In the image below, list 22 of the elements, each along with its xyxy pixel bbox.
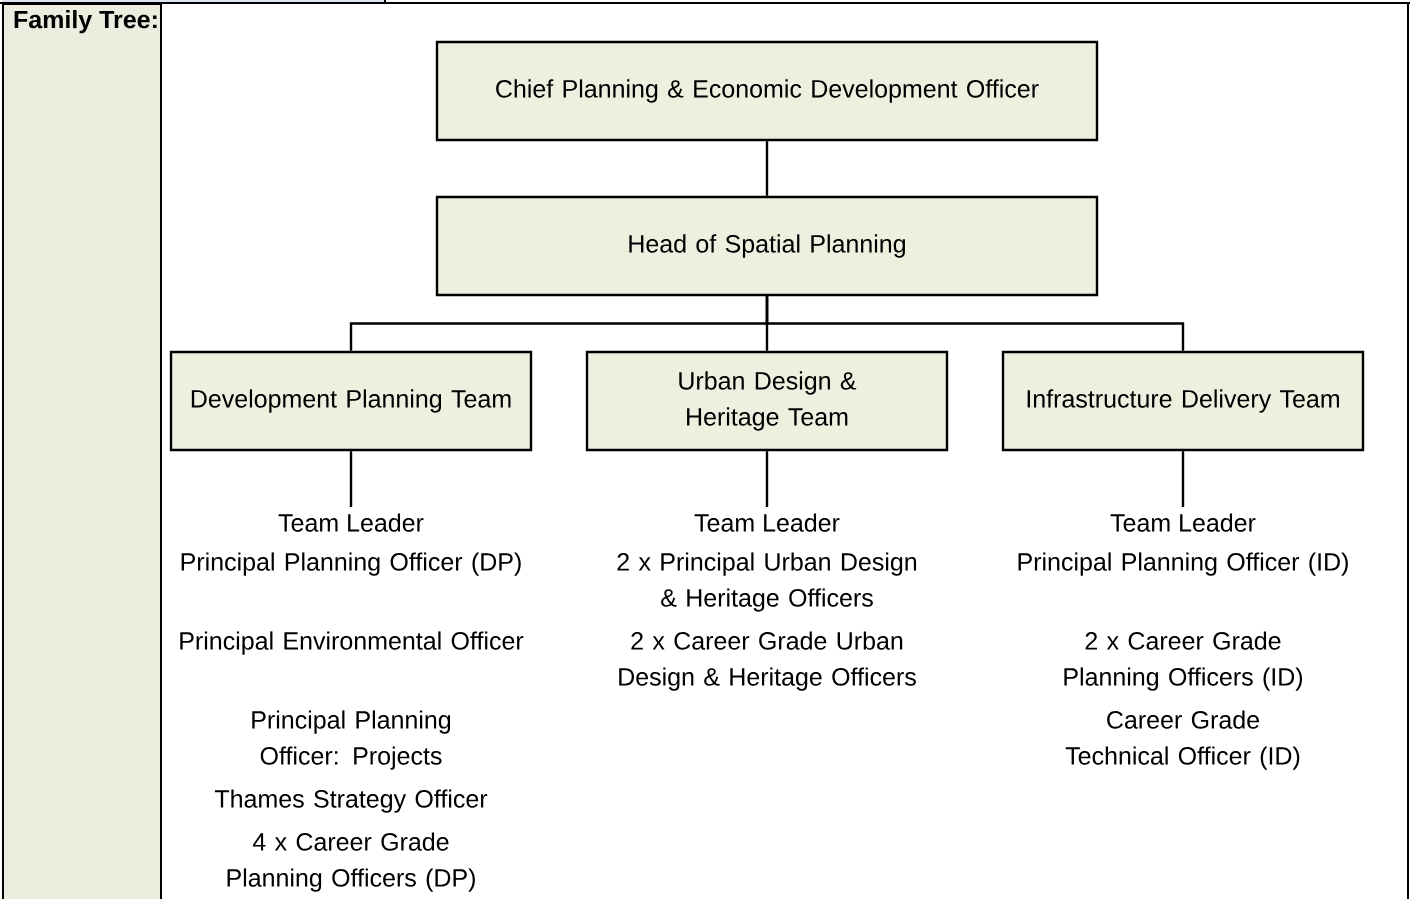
role-box: Chief Planning & Economic Development Officer	[435, 40, 1099, 142]
role-text: Thames Strategy Officer	[214, 789, 488, 813]
role-text: Team Leader	[694, 513, 840, 532]
role-box: Head of Spatial Planning	[435, 195, 1099, 297]
connector-line	[765, 296, 1185, 351]
role-text: 2 x Career Grade Urban Design & Heritage Officers	[619, 631, 916, 691]
team-box: Infrastructure Delivery Team	[1001, 350, 1365, 452]
role-text: Team Leader	[1110, 513, 1256, 532]
team-box: Development Planning Team	[169, 350, 533, 452]
connector-line	[765, 141, 769, 196]
role-text: Career Grade Technical Officer (ID)	[1065, 710, 1300, 770]
role-text: Principal Planning Officer: Projects	[252, 710, 451, 770]
connector-line	[765, 451, 769, 507]
role-text: 4 x Career Grade Planning Officers (DP)	[227, 832, 475, 892]
role-text: 2 x Principal Urban Design & Heritage Officers	[617, 552, 917, 612]
header-cell: Family Tree:	[2, 3, 162, 899]
role-text: 2 x Career Grade Planning Officers (ID)	[1064, 631, 1303, 691]
role-text: Principal Planning Officer (ID)	[1018, 552, 1348, 576]
connector-line	[349, 451, 353, 507]
team-box: Urban Design & Heritage Team	[585, 350, 949, 452]
role-text: Team Leader	[278, 513, 424, 532]
connector-line	[1181, 451, 1185, 507]
